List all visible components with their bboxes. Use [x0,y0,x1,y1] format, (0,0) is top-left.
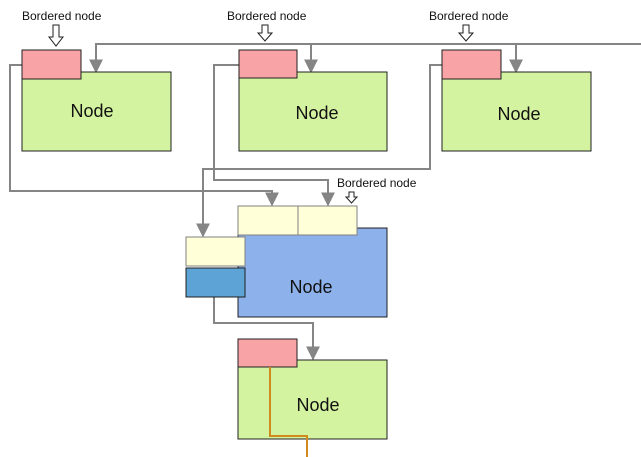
node-center[interactable]: Node [185,205,388,318]
bordered-node-top-middle[interactable] [238,49,298,79]
node-label: Node [497,104,540,124]
node-label: Node [295,103,338,123]
node-top-left[interactable]: Node [21,49,172,152]
callout-label: Bordered node [227,9,307,23]
edges [9,43,641,361]
callout-arrow-icon [256,24,274,42]
bordered-node-center-left[interactable] [185,236,246,267]
callout-1: Bordered node [22,9,102,47]
edge-bottom-out-overlay [269,367,308,457]
edge-topmiddle-to-center [213,64,335,207]
bordered-node-top-left[interactable] [21,49,82,80]
node-label: Node [289,277,332,297]
node-label: Node [296,395,339,415]
bordered-node-center-left-blue[interactable] [185,267,246,298]
callout-label: Bordered node [429,9,509,23]
node-top-middle[interactable]: Node [238,49,388,152]
bordered-node-center-top-right[interactable] [297,205,358,236]
edge-topright-to-center [196,64,442,238]
edge-topleft-to-center [9,64,279,207]
bordered-node-center-top-left[interactable] [237,205,299,236]
node-top-right[interactable]: Node [441,49,592,152]
node-label: Node [70,101,113,121]
callout-3: Bordered node [429,9,509,42]
edge-top-bus [89,43,641,74]
bordered-node-top-right[interactable] [441,49,502,80]
callout-arrow-icon [457,24,475,42]
bordered-node-bottom[interactable] [237,338,298,368]
node-bottom[interactable]: Node [237,338,388,440]
callout-4: Bordered node [337,176,417,204]
callout-label: Bordered node [337,176,417,190]
callout-2: Bordered node [227,9,307,42]
callout-label: Bordered node [22,9,102,23]
callout-arrow-icon [47,24,65,47]
callout-arrow-icon [344,191,359,204]
edge-center-to-bottom [213,297,320,361]
